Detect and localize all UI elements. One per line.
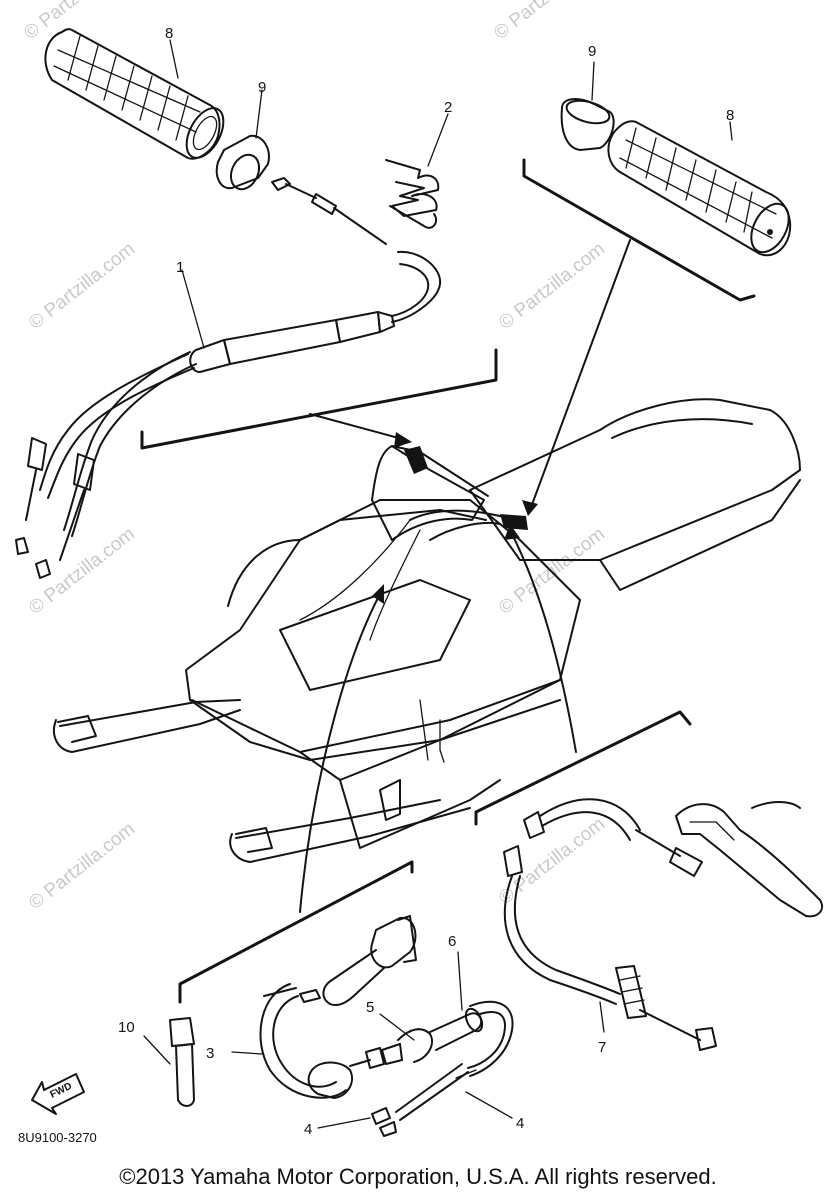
throttle-cable xyxy=(15,177,442,579)
watermark: © Partzilla.com xyxy=(495,814,609,909)
switch-assembly xyxy=(231,915,514,1137)
clip xyxy=(385,113,449,229)
callout-brake-cable: 7 xyxy=(598,1039,606,1056)
bracket-right xyxy=(522,158,756,302)
callout-grip-left: 8 xyxy=(165,25,173,42)
snowmobile xyxy=(53,398,801,863)
callout-lead-wire-lower: 4 xyxy=(304,1121,312,1138)
callout-collar-right: 9 xyxy=(588,43,596,60)
callout-throttle-cable: 1 xyxy=(176,259,184,276)
watermark: © Partzilla.com xyxy=(20,0,134,44)
watermark: © Partzilla.com xyxy=(25,239,139,334)
callout-cable-switch: 3 xyxy=(206,1045,214,1062)
fwd-label: FWD xyxy=(48,1081,73,1101)
callout-collar-left: 9 xyxy=(258,79,266,96)
left-collar xyxy=(215,89,270,191)
callout-key: 10 xyxy=(118,1019,135,1036)
right-grip xyxy=(607,120,792,257)
bracket-bottom-right xyxy=(474,710,692,826)
bracket-bottom-left xyxy=(178,860,414,1004)
copyright-notice: ©2013 Yamaha Motor Corporation, U.S.A. A… xyxy=(119,1164,717,1189)
bracket-left xyxy=(140,348,498,450)
left-grip xyxy=(44,28,225,160)
diagram-svg: © Partzilla.com © Partzilla.com © Partzi… xyxy=(15,0,824,1145)
brake-cable xyxy=(503,798,824,1051)
callout-cable-harness: 6 xyxy=(448,933,456,950)
callout-clip: 2 xyxy=(444,99,452,116)
watermark: © Partzilla.com xyxy=(25,819,139,914)
watermark: © Partzilla.com xyxy=(490,0,604,44)
watermark: © Partzilla.com xyxy=(25,524,139,619)
watermark: © Partzilla.com xyxy=(495,239,609,334)
part-code: 8U9100-3270 xyxy=(18,1130,97,1145)
callout-switch-body: 5 xyxy=(366,999,374,1016)
watermarks: © Partzilla.com © Partzilla.com © Partzi… xyxy=(20,0,609,914)
right-collar xyxy=(560,61,615,151)
callouts: 8 9 2 9 8 1 10 3 5 6 4 4 7 8U9100-3270 xyxy=(18,25,734,1145)
fwd-arrow-icon: FWD xyxy=(31,1073,85,1115)
callout-grip-right: 8 xyxy=(726,107,734,124)
key xyxy=(143,1017,195,1107)
callout-lead-wire-right: 4 xyxy=(516,1115,524,1132)
